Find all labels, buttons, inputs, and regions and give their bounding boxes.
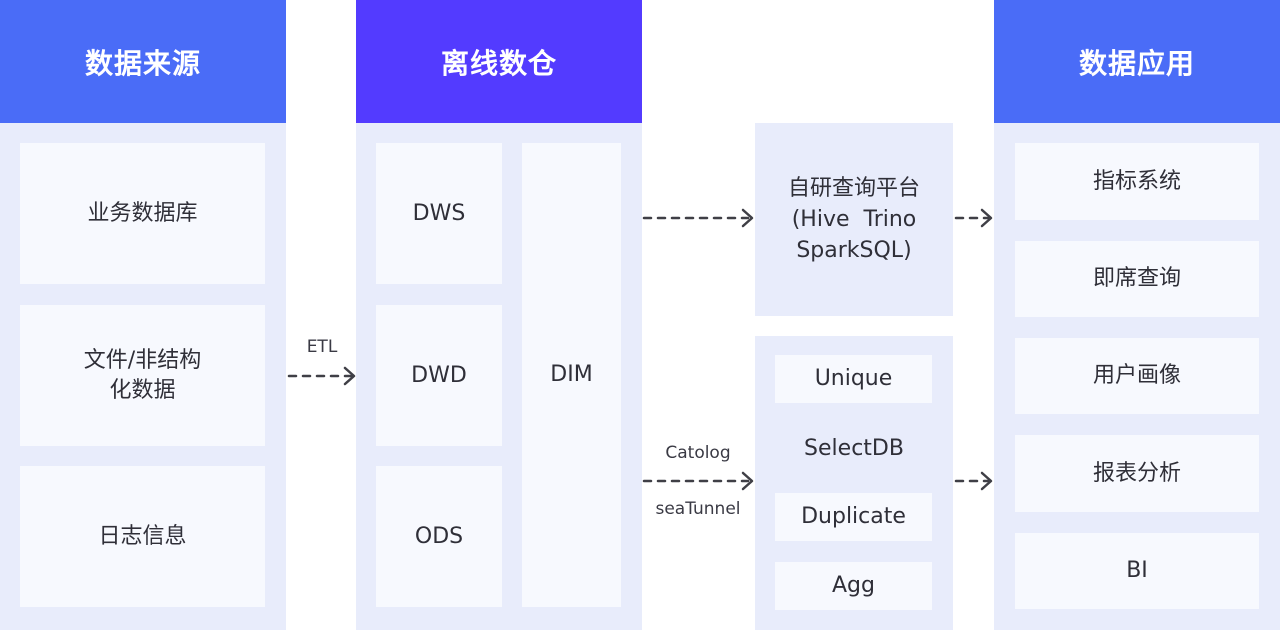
card-line: SparkSQL) (796, 238, 912, 263)
layer-card-dws: DWS (376, 143, 502, 284)
app-card-user-profile: 用户画像 (1015, 338, 1259, 414)
card-line: 化数据 (109, 377, 176, 403)
selectdb-name: SelectDB (804, 435, 904, 461)
card-line: 文件/非结构 (83, 347, 202, 373)
arrow-to-selectdb (642, 471, 754, 491)
app-card-bi: BI (1015, 533, 1259, 609)
source-card-logs: 日志信息 (20, 466, 265, 607)
card-line: (Hive Trino (791, 207, 917, 232)
catalog-label: Catolog (665, 443, 731, 463)
source-card-files: 文件/非结构 化数据 (20, 305, 265, 446)
applications-header: 数据应用 (994, 0, 1280, 123)
etl-label: ETL (306, 337, 338, 357)
arrow-selectdb-to-apps (954, 471, 993, 491)
selectdb-model-agg: Agg (775, 562, 932, 610)
arrow-to-query-platform (642, 208, 754, 228)
card-line: 日志信息 (98, 523, 187, 549)
app-card-metrics: 指标系统 (1015, 143, 1259, 220)
seatunnel-label: seaTunnel (655, 499, 741, 519)
arrow-etl (287, 366, 356, 386)
query-platform-label: 自研查询平台 (Hive Trino SparkSQL) (755, 123, 953, 316)
app-card-reports: 报表分析 (1015, 435, 1259, 512)
warehouse-header: 离线数仓 (356, 0, 642, 123)
layer-card-dwd: DWD (376, 305, 502, 446)
app-card-adhoc-query: 即席查询 (1015, 241, 1259, 317)
card-line: 自研查询平台 (787, 176, 920, 201)
sources-header: 数据来源 (0, 0, 286, 123)
card-line: 业务数据库 (87, 200, 198, 226)
selectdb-model-unique: Unique (775, 355, 932, 403)
layer-card-ods: ODS (376, 466, 502, 607)
arrow-query-to-apps (954, 208, 993, 228)
query-platform-panel (755, 123, 953, 316)
selectdb-model-duplicate: Duplicate (775, 493, 932, 541)
layer-card-dim: DIM (522, 143, 621, 607)
source-card-business-db: 业务数据库 (20, 143, 265, 284)
